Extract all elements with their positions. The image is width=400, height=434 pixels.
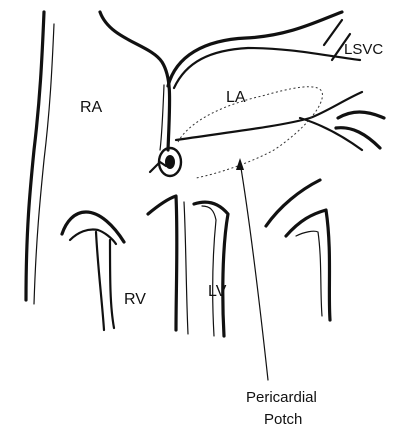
label-lsvc: LSVC: [344, 41, 383, 58]
rv-trabecula: [96, 232, 114, 330]
label-patch: Potch: [264, 411, 302, 428]
pericardial-patch-pointer: [240, 162, 268, 380]
ra-outer-wall-inner: [34, 24, 54, 304]
lv-septal-wall-inner: [184, 202, 188, 334]
lv-free-wall: [194, 202, 228, 336]
septal-valve-symbol: [150, 148, 181, 176]
label-rv: RV: [124, 291, 146, 308]
label-ra: RA: [80, 99, 103, 116]
lv-septal-wall: [148, 196, 177, 330]
right-vessel-right: [286, 210, 330, 320]
ra-roof-and-septum: [100, 12, 170, 150]
right-vessel-left: [266, 180, 320, 226]
pointer-arrowhead: [236, 158, 244, 170]
pericardial-patch-outline: [178, 87, 322, 178]
lv-free-wall-inner: [202, 206, 216, 336]
right-vessel-inner: [296, 231, 322, 316]
label-pericardial: Pericardial: [246, 389, 317, 406]
ra-outer-wall: [26, 12, 44, 300]
label-lv: LV: [208, 283, 227, 300]
la-right-wall: [300, 118, 362, 150]
atrial-septum-inner: [160, 85, 164, 150]
pulmonary-vein-upper: [338, 112, 384, 118]
label-la: LA: [226, 89, 246, 106]
la-roof-inner: [174, 48, 360, 88]
